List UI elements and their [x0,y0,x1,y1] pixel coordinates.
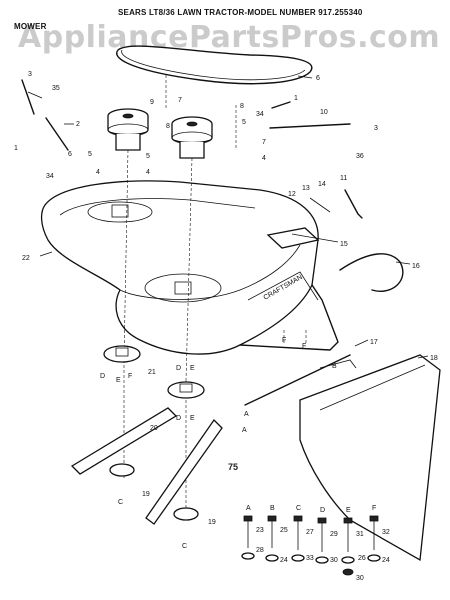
letter-e-hw: E [346,507,351,514]
callout-10: 10 [320,109,328,116]
letter-f-deck2: F [302,343,306,350]
callout-11: 11 [340,175,347,182]
callout-3: 3 [28,71,32,78]
letter-d-right2: D [176,415,181,422]
mower-deck [40,180,319,355]
callout-14: 14 [318,181,326,188]
callout-34b: 34 [256,111,264,118]
callout-13: 13 [302,185,310,192]
callout-6b: 6 [316,75,320,82]
watermark: AppliancePartsPros.com [18,20,441,55]
callout-19b: 19 [208,519,216,526]
letter-e-right2: E [190,415,195,422]
letter-c-hw: C [296,505,301,512]
letter-d-hw: D [320,507,325,514]
callout-35: 35 [52,85,60,92]
blade-washer-right [173,507,199,521]
callout-8: 8 [166,123,170,130]
blade-adapter-left [103,345,141,363]
callout-4b: 4 [262,155,266,162]
callout-12: 12 [288,191,296,198]
callout-33: 33 [306,555,314,562]
callout-23: 23 [256,527,264,534]
letter-b-hw: B [270,505,275,512]
callout-32: 32 [382,529,390,536]
blade-left [70,407,178,475]
callout-16: 16 [412,263,420,270]
callout-25: 25 [280,527,288,534]
callout-21: 21 [148,369,156,376]
letter-f-deck: F [282,337,286,344]
letter-f-hw: F [372,505,376,512]
callout-1b: 1 [294,95,298,102]
belt [116,45,313,85]
blade-right [145,418,223,525]
callout-4c: 4 [146,169,150,176]
callout-7: 7 [178,97,182,104]
spindle-pulley-right [171,116,213,159]
callout-5: 5 [88,151,92,158]
callout-2: 2 [76,121,80,128]
letter-c-left: C [118,499,123,506]
callout-18: 18 [430,355,438,362]
callout-7b: 7 [262,139,266,146]
letter-e-right: E [190,365,195,372]
callout-27: 27 [306,529,314,536]
page-number: 75 [228,462,239,472]
callout-1: 1 [14,145,18,152]
letter-b-top: B [332,363,337,370]
hardware-row [241,515,381,576]
blade-adapter-right [167,381,205,399]
letter-c-right: C [182,543,187,550]
letter-references: A A B C C D E F D E D E F F A B C D E F [100,337,376,550]
callout-5b: 5 [242,119,246,126]
callout-19: 19 [142,491,150,498]
callout-30: 30 [330,557,338,564]
blade-washer-left [109,463,135,477]
callout-8b: 8 [240,103,244,110]
letter-f-left: F [128,373,132,380]
spindle-pulley-left [107,108,149,151]
letter-a-top: A [244,411,249,418]
callout-17: 17 [370,339,378,346]
callout-24b: 24 [382,557,390,564]
callout-26: 26 [358,555,366,562]
rod [269,123,351,129]
letter-a-hw: A [246,505,251,512]
callout-22: 22 [22,255,30,262]
callout-31: 31 [356,531,364,538]
callout-5c: 5 [146,153,150,160]
callout-24: 24 [280,557,288,564]
height-cable [339,253,404,292]
section-label: MOWER [14,22,47,31]
callout-28: 28 [256,547,264,554]
callout-20: 20 [150,425,158,432]
callout-15: 15 [340,241,348,248]
letter-d-left: D [100,373,105,380]
callout-labels: 3 35 2 1 6 5 34 4 7 8 9 6 8 5 34 1 10 3 … [14,71,438,582]
callout-4: 4 [96,169,100,176]
letter-a-bot: A [242,427,247,434]
callout-30b: 30 [356,575,364,582]
discharge-chute [299,354,441,562]
letter-d-right: D [176,365,181,372]
callout-9: 9 [150,99,154,106]
callout-6: 6 [68,151,72,158]
diagram-title: SEARS LT8/36 LAWN TRACTOR-MODEL NUMBER 9… [118,8,363,17]
callout-29: 29 [330,531,338,538]
letter-e-left: E [116,377,121,384]
deck-bracket [266,227,320,249]
callout-3b: 3 [374,125,378,132]
callout-36: 36 [356,153,364,160]
callout-34: 34 [46,173,54,180]
